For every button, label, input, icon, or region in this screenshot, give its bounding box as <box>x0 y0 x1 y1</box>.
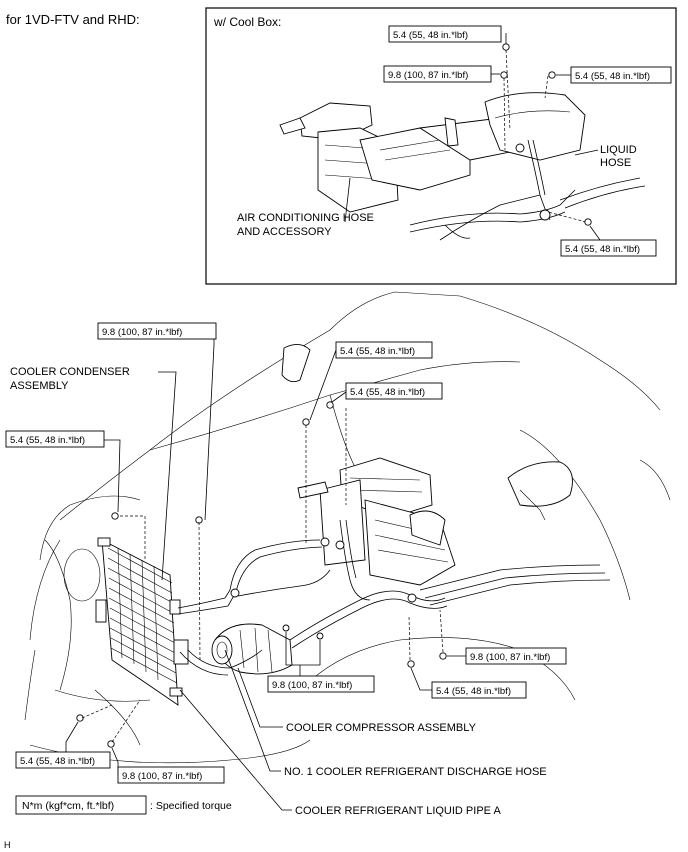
torque-box <box>388 25 502 43</box>
torque-label: 5.4 (55, 48 in.*lbf) <box>436 686 511 697</box>
discharge-hose-label: NO. 1 COOLER REFRIGERANT DISCHARGE HOSE <box>284 766 547 778</box>
bolt-icon <box>326 401 334 409</box>
legend-description: : Specified torque <box>150 800 232 812</box>
ac-hose-label: AND ACCESSORY <box>237 226 332 238</box>
condenser-label: COOLER CONDENSER <box>10 366 130 378</box>
compressor-drawing <box>211 623 324 675</box>
bolt-icon <box>302 418 310 426</box>
torque-box <box>335 341 433 359</box>
vehicle-body-drawing <box>24 291 671 764</box>
condenser-label: ASSEMBLY <box>10 380 69 392</box>
torque-box <box>383 65 492 83</box>
torque-box <box>117 766 225 784</box>
legend-unit: N*m (kgf*cm, ft.*lbf) <box>22 800 114 812</box>
liquid-hose-label: HOSE <box>600 157 631 169</box>
bolt-icon <box>107 740 115 748</box>
hvac-unit-drawing <box>297 457 456 586</box>
bolt-icon <box>502 43 510 51</box>
torque-box <box>5 430 105 448</box>
main-leaders <box>65 330 466 811</box>
torque-box <box>15 751 111 769</box>
bolt-icon <box>548 71 556 79</box>
torque-box <box>97 322 217 340</box>
torque-box <box>560 239 657 257</box>
torque-label: 9.8 (100, 87 in.*lbf) <box>272 680 352 691</box>
torque-label: 5.4 (55, 48 in.*lbf) <box>340 346 415 357</box>
torque-box <box>267 675 375 693</box>
bolt-icon <box>111 512 119 520</box>
page-title: for 1VD-FTV and RHD: <box>6 12 140 27</box>
torque-box <box>345 382 443 400</box>
refrigerant-lines-drawing <box>177 519 611 676</box>
bolt-icon <box>407 660 415 668</box>
inset-leaders <box>344 33 601 241</box>
torque-box <box>431 681 527 699</box>
figure-code: H <box>4 840 11 850</box>
bolt-icon <box>500 71 508 79</box>
torque-box <box>465 647 567 665</box>
torque-box <box>570 66 672 84</box>
inset-title: w/ Cool Box: <box>213 15 281 29</box>
torque-label: 5.4 (55, 48 in.*lbf) <box>10 435 85 446</box>
torque-label: 5.4 (55, 48 in.*lbf) <box>20 756 95 767</box>
bolt-icon <box>584 218 592 226</box>
liquid-pipe-label: COOLER REFRIGERANT LIQUID PIPE A <box>295 805 501 817</box>
condenser-drawing <box>95 537 189 706</box>
compressor-label: COOLER COMPRESSOR ASSEMBLY <box>286 722 477 734</box>
inset-frame <box>205 7 677 285</box>
torque-label: 9.8 (100, 87 in.*lbf) <box>388 70 468 81</box>
bolt-icon <box>76 714 84 722</box>
torque-label: 5.4 (55, 48 in.*lbf) <box>393 30 468 41</box>
legend-unit-box <box>15 795 147 815</box>
cool-box-inset: w/ Cool Box: <box>205 7 677 285</box>
liquid-hose-label: LIQUID <box>600 144 637 156</box>
torque-label: 9.8 (100, 87 in.*lbf) <box>102 327 182 338</box>
torque-label: 9.8 (100, 87 in.*lbf) <box>122 771 202 782</box>
torque-label: 5.4 (55, 48 in.*lbf) <box>575 71 650 82</box>
inset-hvac-unit-drawing <box>279 92 646 241</box>
torque-label: 5.4 (55, 48 in.*lbf) <box>350 387 425 398</box>
torque-label: 5.4 (55, 48 in.*lbf) <box>565 244 640 255</box>
ac-hose-label: AIR CONDITIONING HOSE <box>237 212 374 224</box>
torque-label: 9.8 (100, 87 in.*lbf) <box>470 652 550 663</box>
main-fasteners <box>76 401 447 748</box>
bolt-icon <box>439 652 447 660</box>
